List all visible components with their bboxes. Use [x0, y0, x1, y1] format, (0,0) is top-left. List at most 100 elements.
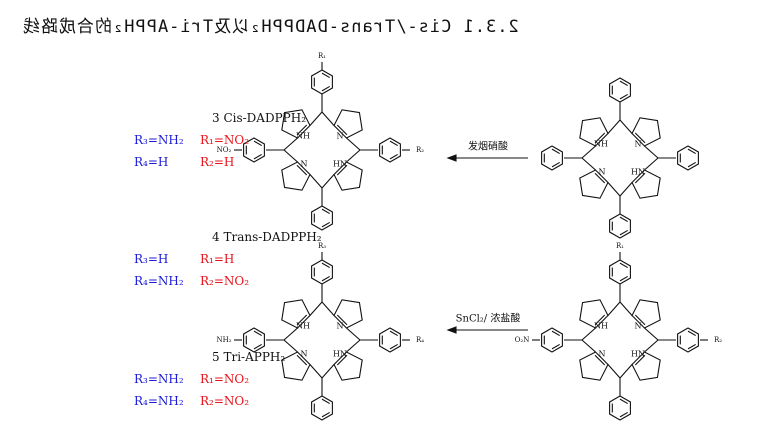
- aromatic-bond: [619, 229, 628, 236]
- aromatic-bond: [619, 398, 628, 405]
- aromatic-bond: [253, 153, 262, 160]
- nh-label: NH: [594, 322, 608, 331]
- pyrrole-ring: [333, 351, 363, 381]
- aromatic-bond: [321, 262, 330, 269]
- aromatic-bond: [389, 140, 398, 147]
- n-label: N: [635, 322, 642, 331]
- aromatic-bond: [321, 208, 330, 215]
- double-bond: [594, 172, 606, 184]
- double-bond: [594, 354, 606, 366]
- pyrrole-ring: [281, 161, 311, 191]
- aromatic-bond: [551, 330, 560, 337]
- n-label: N: [301, 350, 308, 359]
- hn-label: HN: [631, 350, 645, 359]
- meso-bond: [644, 327, 659, 341]
- n-label: N: [337, 132, 344, 141]
- aromatic-bond: [619, 93, 628, 100]
- double-bond: [594, 132, 606, 144]
- compound-title: 3 Cis-DADPPH₂: [212, 111, 306, 125]
- aromatic-bond: [551, 161, 560, 168]
- pyrrole-ring: [631, 351, 661, 381]
- aromatic-bond: [321, 72, 330, 79]
- pyrrole-ring: [631, 117, 661, 147]
- meso-bond: [607, 364, 621, 379]
- meso-bond: [607, 182, 621, 197]
- n-label: N: [599, 350, 606, 359]
- n-label: N: [301, 160, 308, 169]
- double-bond: [336, 164, 348, 176]
- pyrrole-ring: [579, 299, 609, 329]
- meso-bond: [309, 174, 323, 189]
- compound-title: 4 Trans-DADPPH₂: [212, 230, 322, 244]
- substituent-definition: R₂=H: [200, 155, 234, 169]
- phenyl-ring: [609, 77, 631, 103]
- hn-label: HN: [333, 350, 347, 359]
- aromatic-bond: [619, 262, 628, 269]
- nh-label: NH: [296, 132, 310, 141]
- pyrrole-ring: [333, 161, 363, 191]
- aromatic-bond: [321, 275, 330, 282]
- substituent-label: R₁: [616, 242, 624, 250]
- double-bond: [296, 314, 308, 326]
- pyrrole-ring: [281, 299, 311, 329]
- meso-bond: [346, 339, 361, 353]
- arrow-head: [446, 326, 457, 334]
- pyrrole-ring: [333, 299, 363, 329]
- double-bond: [336, 314, 348, 326]
- phenyl-ring: [311, 259, 333, 285]
- hn-label: HN: [333, 160, 347, 169]
- aromatic-bond: [687, 343, 696, 350]
- meso-bond: [321, 174, 335, 189]
- meso-bond: [346, 327, 361, 341]
- aromatic-bond: [321, 398, 330, 405]
- pyrrole-ring: [631, 299, 661, 329]
- substituent-definition: R₄=NH₂: [134, 394, 184, 408]
- hn-label: HN: [631, 168, 645, 177]
- nh-label: NH: [594, 140, 608, 149]
- meso-bond: [283, 149, 298, 163]
- substituent-label: R₃: [318, 242, 326, 250]
- phenyl-ring: [243, 327, 265, 353]
- reagent-label: 发烟硝酸: [468, 140, 508, 153]
- pyrrole-ring: [579, 117, 609, 147]
- phenyl-ring: [677, 145, 699, 171]
- meso-bond: [607, 301, 621, 316]
- pyrrole-ring: [631, 169, 661, 199]
- substituent-definition: R₄=NH₂: [134, 274, 184, 288]
- phenyl-ring: [379, 327, 401, 353]
- reagent-label: SnCl₂/ 浓盐酸: [456, 312, 521, 325]
- substituent-label: NO₂: [217, 146, 232, 154]
- aromatic-bond: [687, 330, 696, 337]
- meso-bond: [321, 301, 335, 316]
- meso-bond: [644, 339, 659, 353]
- aromatic-bond: [389, 343, 398, 350]
- n-label: N: [337, 322, 344, 331]
- substituent-definition: R₂=NO₂: [200, 274, 249, 288]
- meso-bond: [309, 364, 323, 379]
- double-bond: [296, 124, 308, 136]
- pyrrole-ring: [579, 169, 609, 199]
- meso-bond: [346, 137, 361, 151]
- n-label: N: [599, 168, 606, 177]
- meso-bond: [607, 119, 621, 134]
- phenyl-ring: [609, 259, 631, 285]
- meso-bond: [321, 364, 335, 379]
- meso-bond: [644, 145, 659, 159]
- meso-bond: [581, 339, 596, 353]
- substituent-label: R₁: [318, 52, 326, 60]
- substituent-definition: R₁=H: [200, 252, 234, 266]
- phenyl-ring: [609, 395, 631, 421]
- meso-bond: [283, 327, 298, 341]
- substituent-definition: R₃=H: [134, 252, 168, 266]
- double-bond: [634, 172, 646, 184]
- meso-bond: [619, 301, 633, 316]
- meso-bond: [283, 339, 298, 353]
- aromatic-bond: [389, 153, 398, 160]
- phenyl-ring: [609, 213, 631, 239]
- phenyl-ring: [541, 145, 563, 171]
- substituent-definition: R₁=NO₂: [200, 372, 249, 386]
- meso-bond: [309, 301, 323, 316]
- meso-bond: [581, 157, 596, 171]
- meso-bond: [619, 119, 633, 134]
